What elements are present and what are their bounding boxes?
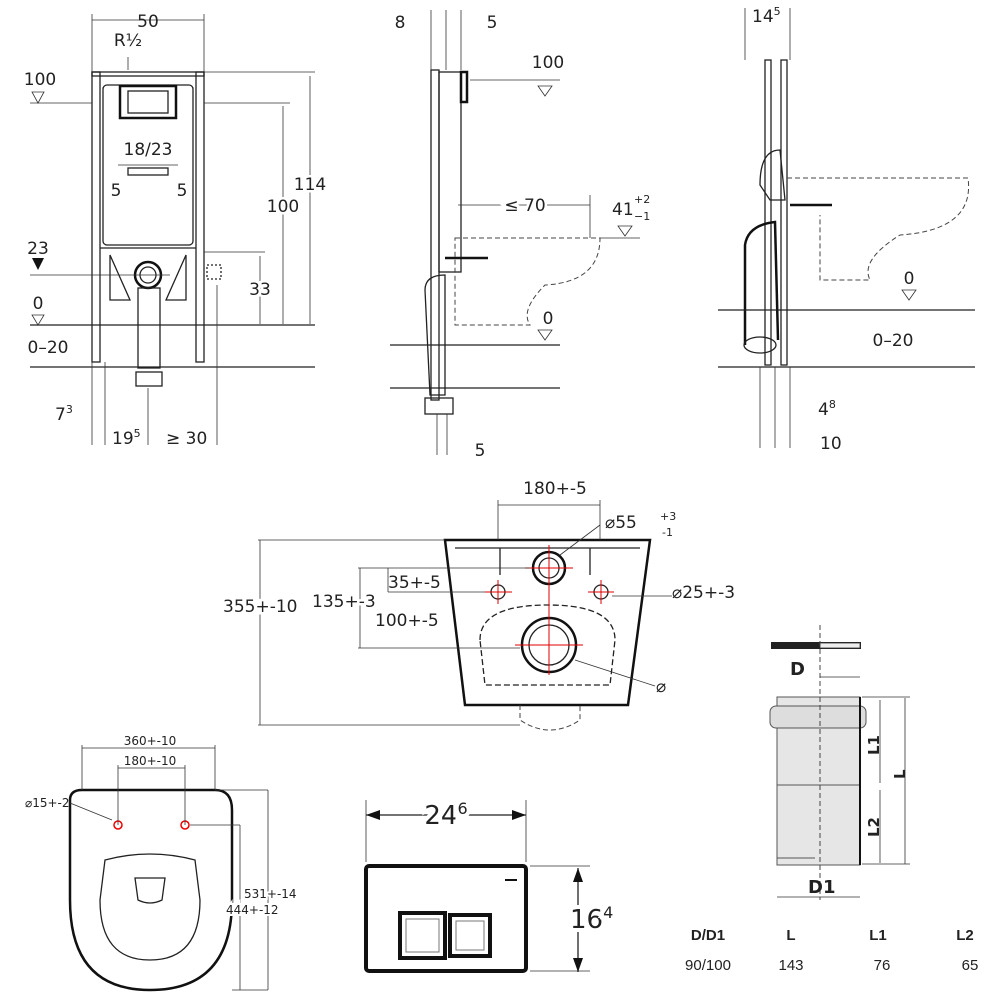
dim-hole: ⌀15+-2 bbox=[25, 796, 70, 810]
front-view: 50 R½ 100 18/23 5 5 114 100 23 33 0 0–20… bbox=[24, 12, 329, 449]
dim-depth-5-top: 5 bbox=[487, 13, 498, 33]
flush-plate: 246 164 bbox=[364, 795, 617, 973]
dim-outlet-minus: -1 bbox=[662, 526, 673, 539]
dim-355: 355+-10 bbox=[223, 597, 297, 617]
right-view: 145 0 0–20 48 10 bbox=[718, 5, 975, 454]
dim-drain-diameter: ⌀ bbox=[656, 677, 666, 697]
dim-width: 50 bbox=[137, 12, 159, 32]
dim-offset: 48 bbox=[818, 398, 836, 420]
pipe-dimension-table: D/D1 L L1 L2 90/100 143 76 65 bbox=[685, 927, 978, 974]
dim-max-70: ≤ 70 bbox=[504, 196, 545, 216]
level-41: 41 bbox=[612, 200, 634, 220]
dim-offset-left: 5 bbox=[111, 181, 122, 201]
dim-depth-8: 8 bbox=[395, 13, 406, 33]
table-header: D/D1 bbox=[691, 927, 725, 944]
dim-width-360: 360+-10 bbox=[124, 734, 177, 748]
dim-135: 135+-3 bbox=[312, 592, 376, 612]
dim-outlet-plus: +3 bbox=[660, 510, 676, 523]
bowl-top-view: 360+-10 180+-10 ⌀15+-2 531+-14 444+-12 bbox=[25, 734, 299, 992]
dim-bolt-spacing: 180+-5 bbox=[523, 479, 587, 499]
floor-range: 0–20 bbox=[28, 338, 69, 358]
dim-height-33: 33 bbox=[249, 280, 271, 300]
level-top: 100 bbox=[532, 53, 564, 73]
level-41-plus: +2 bbox=[634, 193, 650, 206]
table-cell: 143 bbox=[778, 957, 803, 974]
dim-length-444: 444+-12 bbox=[226, 903, 279, 917]
dim-length-531: 531+-14 bbox=[244, 887, 297, 901]
table-cell: 76 bbox=[874, 957, 891, 974]
label-l1: L1 bbox=[865, 735, 883, 755]
dim-spacing: 18/23 bbox=[124, 140, 173, 160]
label-d1: D1 bbox=[808, 877, 835, 898]
dim-height: 164 bbox=[570, 903, 613, 935]
level-0: 0 bbox=[543, 309, 554, 329]
level-top: 100 bbox=[24, 70, 56, 90]
label-l2: L2 bbox=[865, 817, 883, 837]
dim-hole-diameter: ⌀25+-3 bbox=[672, 583, 735, 603]
dim-100: 100+-5 bbox=[375, 611, 439, 631]
flush-button-small bbox=[448, 913, 492, 958]
dim-leg-offset: 73 bbox=[55, 403, 73, 425]
label-d: D bbox=[790, 659, 805, 680]
dim-depth-5-bottom: 5 bbox=[475, 441, 486, 461]
dim-offset-10: 10 bbox=[820, 434, 842, 454]
dim-height-total: 114 bbox=[294, 175, 326, 195]
floor-range: 0–20 bbox=[873, 331, 914, 351]
dim-width-180: 180+-10 bbox=[124, 754, 177, 768]
dim-min-distance: ≥ 30 bbox=[166, 429, 207, 449]
level-0: 0 bbox=[904, 269, 915, 289]
side-view: 8 5 100 ≤ 70 41 +2 −1 0 5 bbox=[390, 10, 650, 461]
dim-thread: R½ bbox=[114, 31, 142, 51]
pipe-adapter: D L1 L L2 D1 bbox=[769, 625, 910, 900]
bowl-rear-view: 180+-5 ⌀55 +3 -1 35+-5 135+-3 ⌀25+-3 355… bbox=[221, 479, 735, 731]
flush-button-large bbox=[398, 911, 447, 960]
table-header: L2 bbox=[956, 927, 974, 944]
dim-height-100: 100 bbox=[267, 197, 299, 217]
level-41-minus: −1 bbox=[634, 210, 650, 223]
table-header: L bbox=[786, 927, 795, 944]
dim-outlet-diameter: ⌀55 bbox=[605, 513, 637, 533]
level-0: 0 bbox=[33, 294, 44, 314]
dim-width: 145 bbox=[752, 5, 781, 27]
table-header: L1 bbox=[869, 927, 887, 944]
level-23: 23 bbox=[27, 239, 49, 259]
table-cell: 65 bbox=[962, 957, 979, 974]
table-cell: 90/100 bbox=[685, 957, 731, 974]
label-l: L bbox=[891, 769, 909, 779]
dim-offset-right: 5 bbox=[177, 181, 188, 201]
dim-width: 246 bbox=[424, 799, 467, 831]
dim-center-offset: 195 bbox=[112, 427, 141, 449]
dim-35: 35+-5 bbox=[388, 573, 441, 593]
